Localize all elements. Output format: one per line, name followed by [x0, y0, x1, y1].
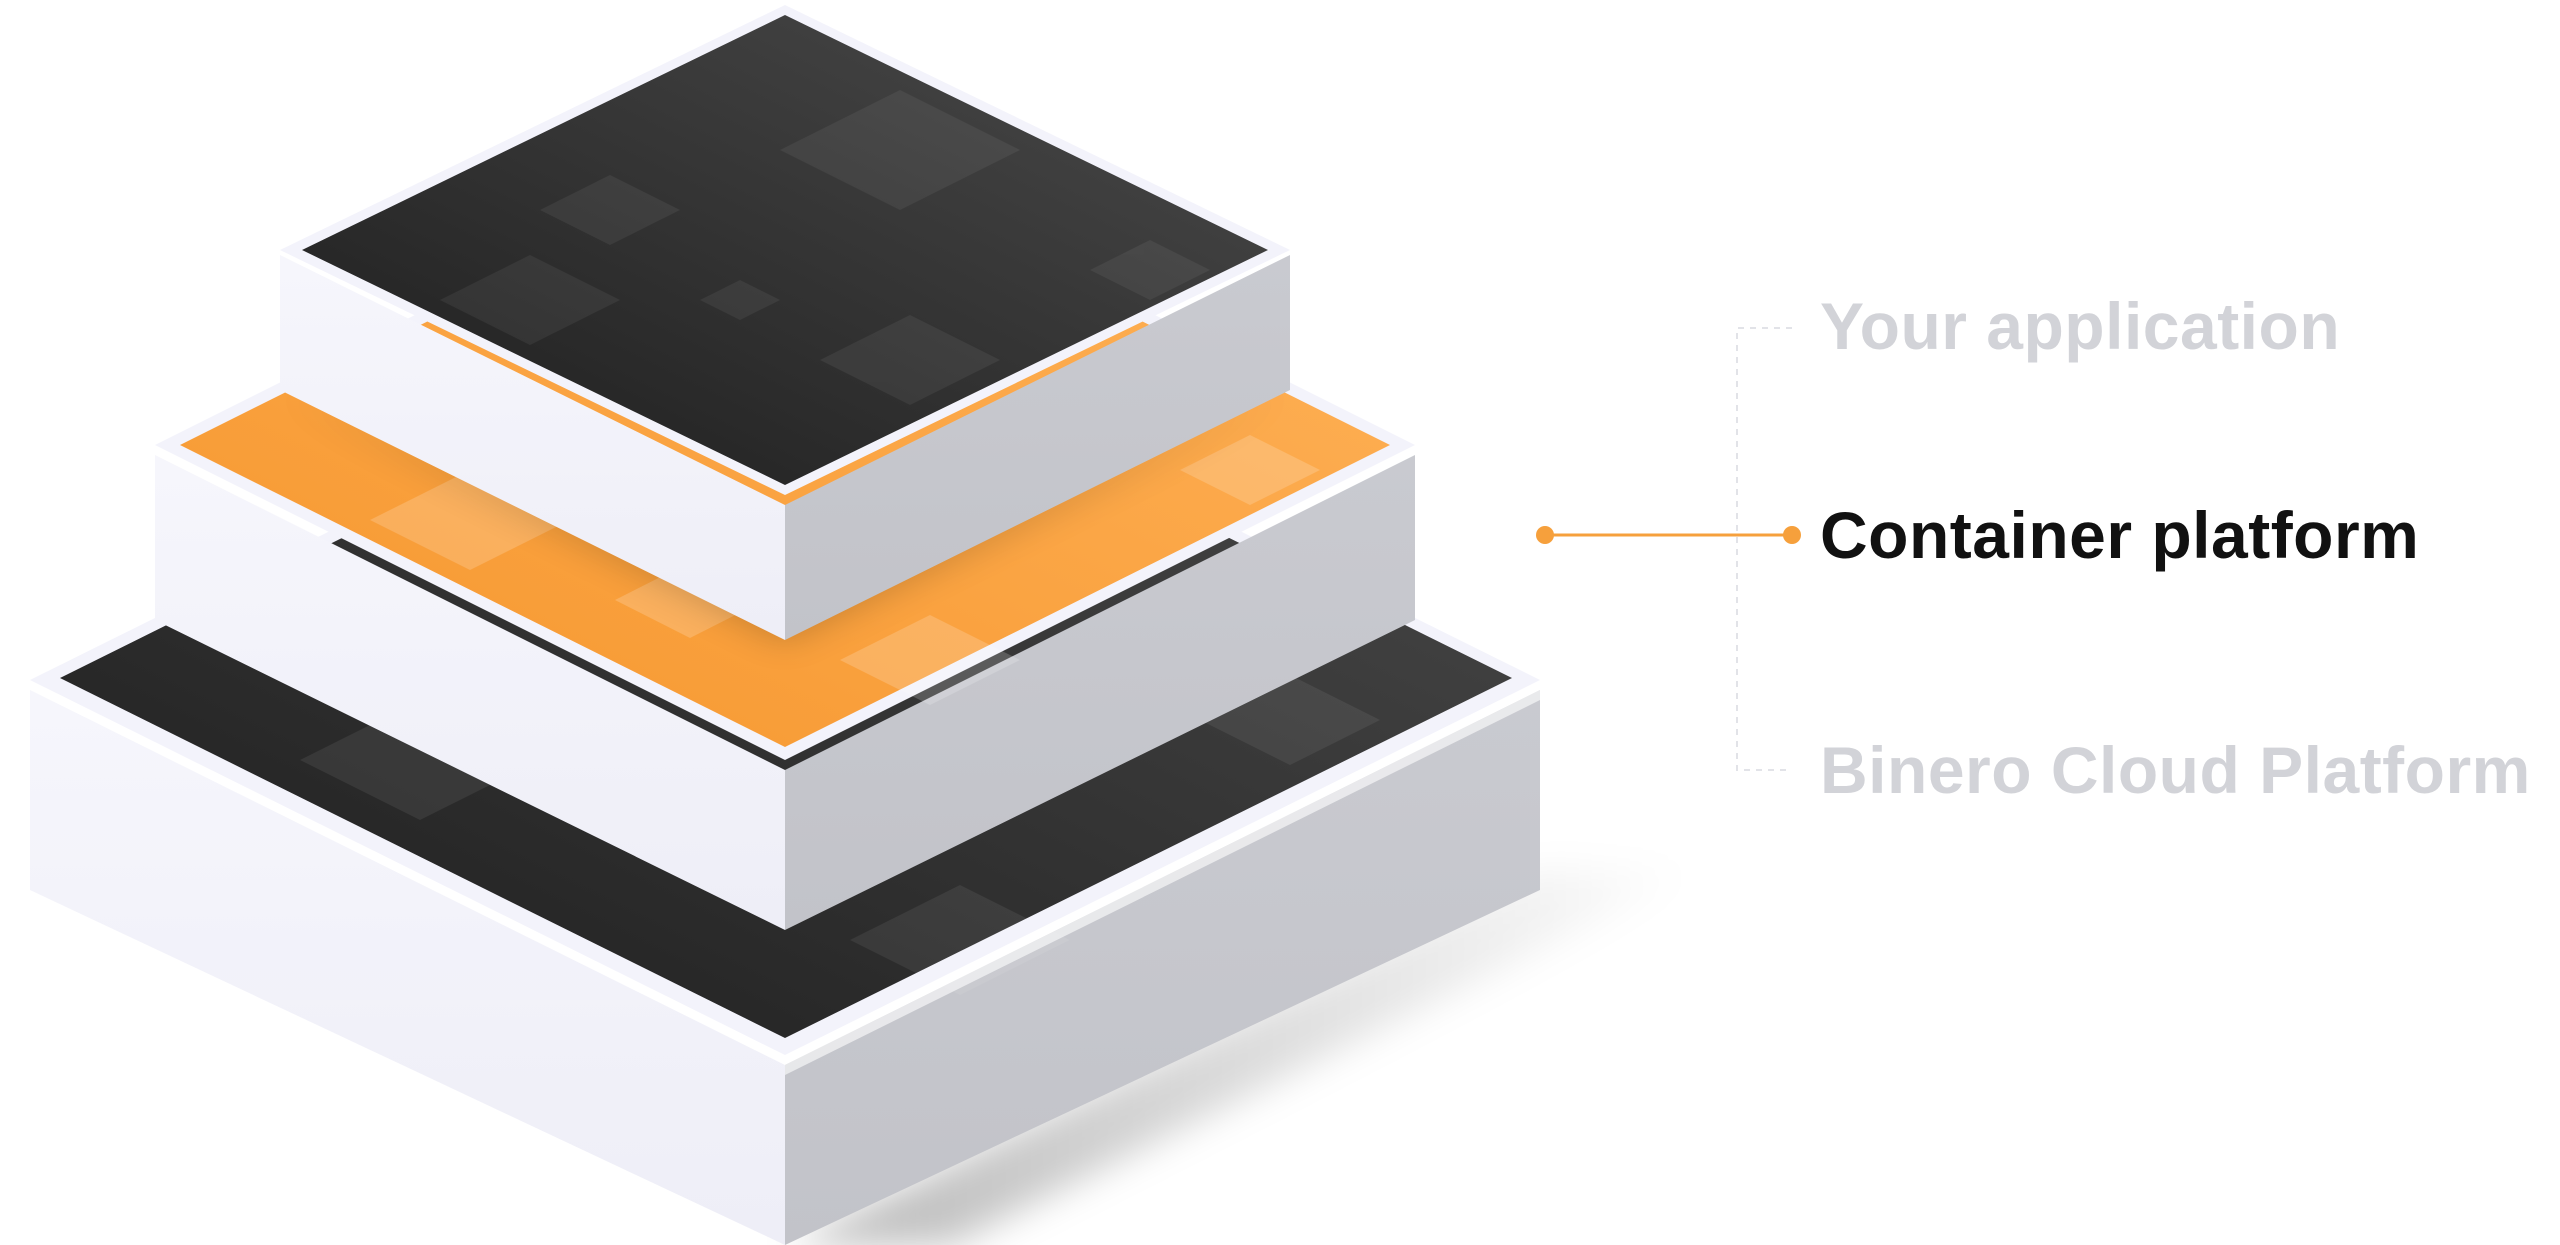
indicator-end-dot [1783, 526, 1801, 544]
layer-connector-tree [1736, 327, 1792, 771]
layer-top-surface [302, 15, 1268, 485]
indicator-start-dot [1536, 526, 1554, 544]
layer-label-binero-cloud-platform[interactable]: Binero Cloud Platform [1820, 733, 2531, 807]
ground-shadow [790, 870, 1700, 1245]
layer-label-your-application[interactable]: Your application [1820, 289, 2341, 363]
active-layer-indicator [1536, 526, 1801, 544]
layer-label-container-platform[interactable]: Container platform [1820, 498, 2420, 572]
layer-top-block [280, 5, 1290, 640]
